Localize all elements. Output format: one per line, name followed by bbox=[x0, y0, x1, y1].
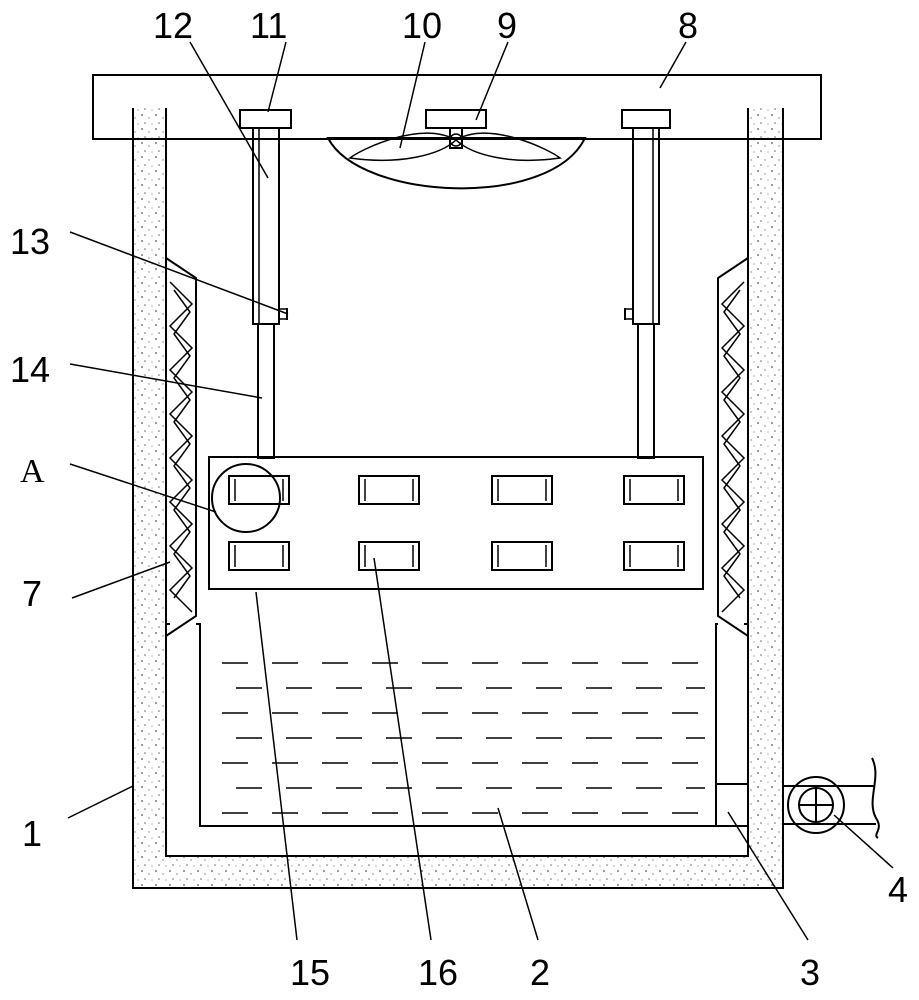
water-lines bbox=[222, 662, 705, 814]
outer-shell bbox=[132, 108, 784, 889]
slot bbox=[228, 541, 290, 571]
slot bbox=[358, 475, 420, 505]
label-7: 7 bbox=[22, 573, 42, 614]
leader-lines bbox=[67, 41, 894, 941]
label-2: 2 bbox=[530, 952, 550, 993]
slot-grid bbox=[228, 475, 685, 571]
heater-right bbox=[717, 257, 749, 637]
rack-plate bbox=[208, 456, 704, 590]
label-1: 1 bbox=[22, 813, 42, 854]
label-10: 10 bbox=[402, 5, 442, 46]
label-9: 9 bbox=[497, 5, 517, 46]
callout-labels: 12 11 10 9 8 13 14 A 7 1 15 16 2 3 4 bbox=[10, 5, 908, 993]
label-16: 16 bbox=[418, 952, 458, 993]
label-A: A bbox=[20, 453, 45, 490]
slot bbox=[491, 541, 553, 571]
label-8: 8 bbox=[678, 5, 698, 46]
label-14: 14 bbox=[10, 349, 50, 390]
slot bbox=[228, 475, 290, 505]
label-13: 13 bbox=[10, 221, 50, 262]
label-15: 15 bbox=[290, 952, 330, 993]
slot bbox=[623, 475, 685, 505]
detail-circle-a bbox=[211, 463, 281, 533]
label-3: 3 bbox=[800, 952, 820, 993]
fan-assembly bbox=[326, 109, 587, 190]
slot bbox=[623, 541, 685, 571]
top-cover bbox=[92, 74, 822, 140]
slot bbox=[491, 475, 553, 505]
label-4: 4 bbox=[888, 869, 908, 910]
label-12: 12 bbox=[153, 5, 193, 46]
heater-left bbox=[165, 257, 197, 637]
drain-valve bbox=[787, 776, 845, 834]
slot bbox=[358, 541, 420, 571]
label-11: 11 bbox=[250, 5, 287, 46]
